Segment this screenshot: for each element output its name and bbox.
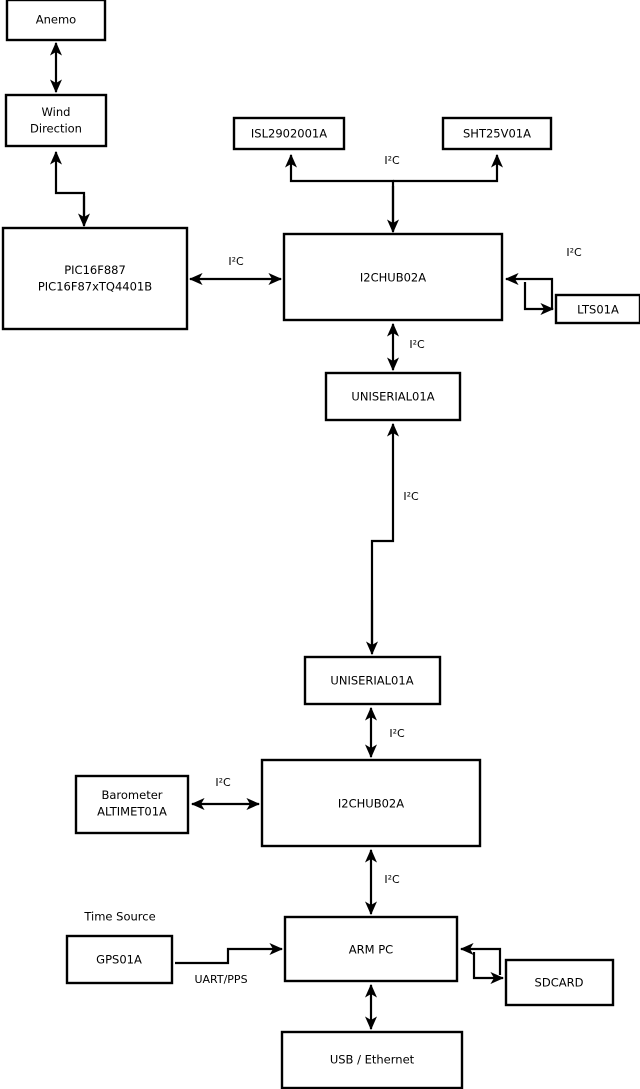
- node-uniserial01a-bottom-box: [303, 655, 442, 706]
- node-isl2902001a[interactable]: ISL2902001A: [232, 116, 346, 151]
- node-i2chub02a-bottom-box: [260, 758, 482, 848]
- node-isl2902001a-box: [232, 116, 346, 151]
- edge-label-barometer-hub: I²C: [215, 776, 231, 789]
- node-i2chub02a-top-box: [282, 232, 504, 322]
- edge-bus-sht: [393, 153, 504, 183]
- edge-unitop-unibot: [370, 422, 400, 652]
- node-sdcard-box: [504, 958, 615, 1007]
- node-anemo-label: Anemo: [36, 13, 76, 27]
- node-gps01a-label: GPS01A: [96, 953, 142, 967]
- node-isl2902001a-label: ISL2902001A: [251, 127, 327, 141]
- node-usb-ethernet-box: [280, 1030, 464, 1089]
- node-gps01a-box: [65, 934, 174, 985]
- node-uniserial01a-top-label: UNISERIAL01A: [351, 390, 434, 404]
- node-usb-ethernet-label: USB / Ethernet: [330, 1053, 415, 1067]
- node-sht25v01a-box: [441, 116, 553, 151]
- edge-pic-wind: [49, 150, 86, 225]
- node-i2chub02a-bottom[interactable]: I2CHUB02A: [260, 758, 482, 848]
- node-usb-ethernet[interactable]: USB / Ethernet: [280, 1030, 464, 1089]
- edge-hubtop-bus: [284, 153, 395, 231]
- edge-label-hub-uniserial: I²C: [409, 338, 425, 351]
- node-lts01a-box: [554, 293, 640, 325]
- edge-label-hub-lts: I²C: [566, 246, 582, 259]
- edge-lts-hubtop: [504, 272, 554, 309]
- node-uniserial01a-bottom-label: UNISERIAL01A: [330, 674, 413, 688]
- node-arm-pc-label: ARM PC: [349, 943, 393, 957]
- free-labels: Time Source: [83, 910, 155, 924]
- node-barometer-box: [74, 774, 190, 835]
- node-anemo-box: [5, 0, 107, 42]
- edge-label-pic-hub: I²C: [228, 255, 244, 268]
- edge-label-uniserial-uniserial: I²C: [403, 490, 419, 503]
- node-anemo[interactable]: Anemo: [5, 0, 107, 42]
- edge-hubtop-lts: [523, 282, 555, 316]
- node-lts01a-label: LTS01A: [577, 303, 619, 317]
- node-gps01a[interactable]: GPS01A: [65, 934, 174, 985]
- edge-labels: I²C I²C I²C I²C I²C I²C I²C I²C UART/PPS: [194, 154, 582, 986]
- node-sht25v01a[interactable]: SHT25V01A: [441, 116, 553, 151]
- time-source-label: Time Source: [83, 910, 155, 924]
- node-arm-pc-box: [283, 915, 459, 983]
- node-lts01a[interactable]: LTS01A: [554, 293, 640, 325]
- node-arm-pc[interactable]: ARM PC: [283, 915, 459, 983]
- edge-label-hub-armpc: I²C: [384, 873, 400, 886]
- edge-label-gps-armpc: UART/PPS: [194, 973, 247, 986]
- node-i2chub02a-top[interactable]: I2CHUB02A: [282, 232, 504, 322]
- edges: [49, 41, 555, 1031]
- node-i2chub02a-top-label: I2CHUB02A: [360, 271, 426, 285]
- node-uniserial01a-top[interactable]: UNISERIAL01A: [324, 371, 462, 422]
- node-sdcard[interactable]: SDCARD: [504, 958, 615, 1007]
- node-sht25v01a-label: SHT25V01A: [463, 127, 531, 141]
- node-pic-box: [1, 226, 189, 331]
- edge-sdcard-armpc: [459, 942, 502, 975]
- node-uniserial01a-bottom[interactable]: UNISERIAL01A: [303, 655, 442, 706]
- node-i2chub02a-bottom-label: I2CHUB02A: [338, 797, 404, 811]
- edge-label-hub-sensors: I²C: [384, 154, 400, 167]
- edge-armpc-sdcard: [472, 952, 505, 985]
- edge-gps-armpc: [175, 942, 284, 965]
- edge-label-uniserial-hub-bottom: I²C: [389, 727, 405, 740]
- node-uniserial01a-top-box: [324, 371, 462, 422]
- node-sdcard-label: SDCARD: [535, 976, 584, 990]
- node-wind-direction-box: [4, 93, 108, 148]
